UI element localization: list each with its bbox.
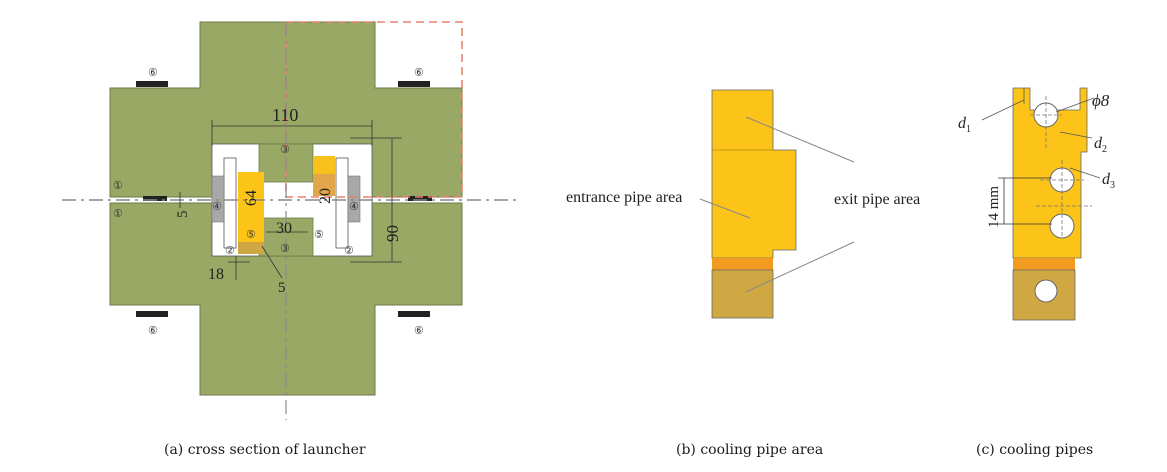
- marker-4-left: ④: [212, 201, 222, 213]
- marker-6-tl: ⑥: [148, 67, 158, 79]
- right-inner-rail: [335, 157, 349, 249]
- dim-5-left-label: 5: [175, 211, 191, 219]
- right-yellow-rail-upper: [313, 156, 335, 174]
- dim-30-label: 30: [276, 220, 292, 237]
- d2-leader: [1059, 131, 1093, 139]
- exit-leader-top: [745, 116, 855, 163]
- orange-band: [712, 258, 773, 270]
- clamp-pad-tr: [398, 81, 430, 87]
- dim-5-bottom-leader: [261, 245, 283, 279]
- left-insulator: [211, 175, 225, 223]
- phi8-leader: [1055, 97, 1095, 113]
- left-inner-rail: [223, 157, 237, 249]
- mid-pad-left: [143, 196, 167, 201]
- marker-5-right: ⑤: [314, 229, 324, 241]
- dim-18-label: 18: [208, 266, 224, 283]
- marker-2-right: ②: [344, 245, 354, 257]
- d1-leader: [981, 99, 1025, 121]
- clamp-pad-br: [398, 311, 430, 317]
- exit-pipe-area-label: exit pipe area: [834, 191, 920, 208]
- caption-c: (c) cooling pipes: [976, 442, 1094, 458]
- plate-orange-band: [1013, 258, 1075, 270]
- dim-90-label: 90: [383, 225, 402, 242]
- bronze-base: [711, 269, 774, 319]
- exit-leader-bottom: [745, 241, 855, 293]
- marker-4-right: ④: [349, 201, 359, 213]
- entrance-pipe-area-shape: [711, 89, 797, 259]
- caption-a: (a) cross section of launcher: [164, 442, 366, 458]
- panel-b-cooling-pipe-area: entrance pipe area exit pipe area: [566, 89, 920, 319]
- dim-14mm-label: 14 mm: [986, 186, 1002, 228]
- d3-leader: [1069, 167, 1101, 179]
- panel-c-cooling-pipes: 14 mm d1 ϕ8 d2 d3: [958, 87, 1115, 321]
- dim-110-label: 110: [272, 105, 298, 125]
- pipe-hole-4: [1034, 279, 1058, 303]
- d2-label: d2: [1094, 135, 1107, 155]
- marker-6-br: ⑥: [414, 325, 424, 337]
- entrance-leader: [699, 198, 751, 219]
- left-yellow-rail: [238, 172, 264, 242]
- entrance-pipe-area-label: entrance pipe area: [566, 189, 682, 206]
- left-yellow-rail-bottom: [238, 242, 264, 254]
- caption-b: (b) cooling pipe area: [676, 442, 824, 458]
- mid-pad-right: [408, 196, 432, 201]
- marker-3-top: ③: [280, 144, 290, 156]
- right-insulator: [347, 175, 361, 223]
- dim-20-label: 20: [317, 188, 334, 204]
- marker-2-left: ②: [225, 245, 235, 257]
- panel-a-launcher-cross-section: 110 90 64 20 30 5 18 5 ① ① ② ② ③ ③ ④ ④ ⑤…: [62, 21, 518, 420]
- marker-1-bottom: ①: [113, 208, 123, 220]
- dim-64-label: 64: [243, 190, 260, 206]
- dim-5-bottom-label: 5: [278, 280, 286, 296]
- d1-label: d1: [958, 115, 971, 135]
- marker-6-bl: ⑥: [148, 325, 158, 337]
- marker-6-tr: ⑥: [414, 67, 424, 79]
- clamp-pad-tl: [136, 81, 168, 87]
- marker-3-bottom: ③: [280, 243, 290, 255]
- marker-1-top: ①: [113, 180, 123, 192]
- marker-5-left: ⑤: [246, 229, 256, 241]
- clamp-pad-bl: [136, 311, 168, 317]
- phi8-label: ϕ8: [1092, 91, 1110, 110]
- d3-label: d3: [1102, 171, 1115, 191]
